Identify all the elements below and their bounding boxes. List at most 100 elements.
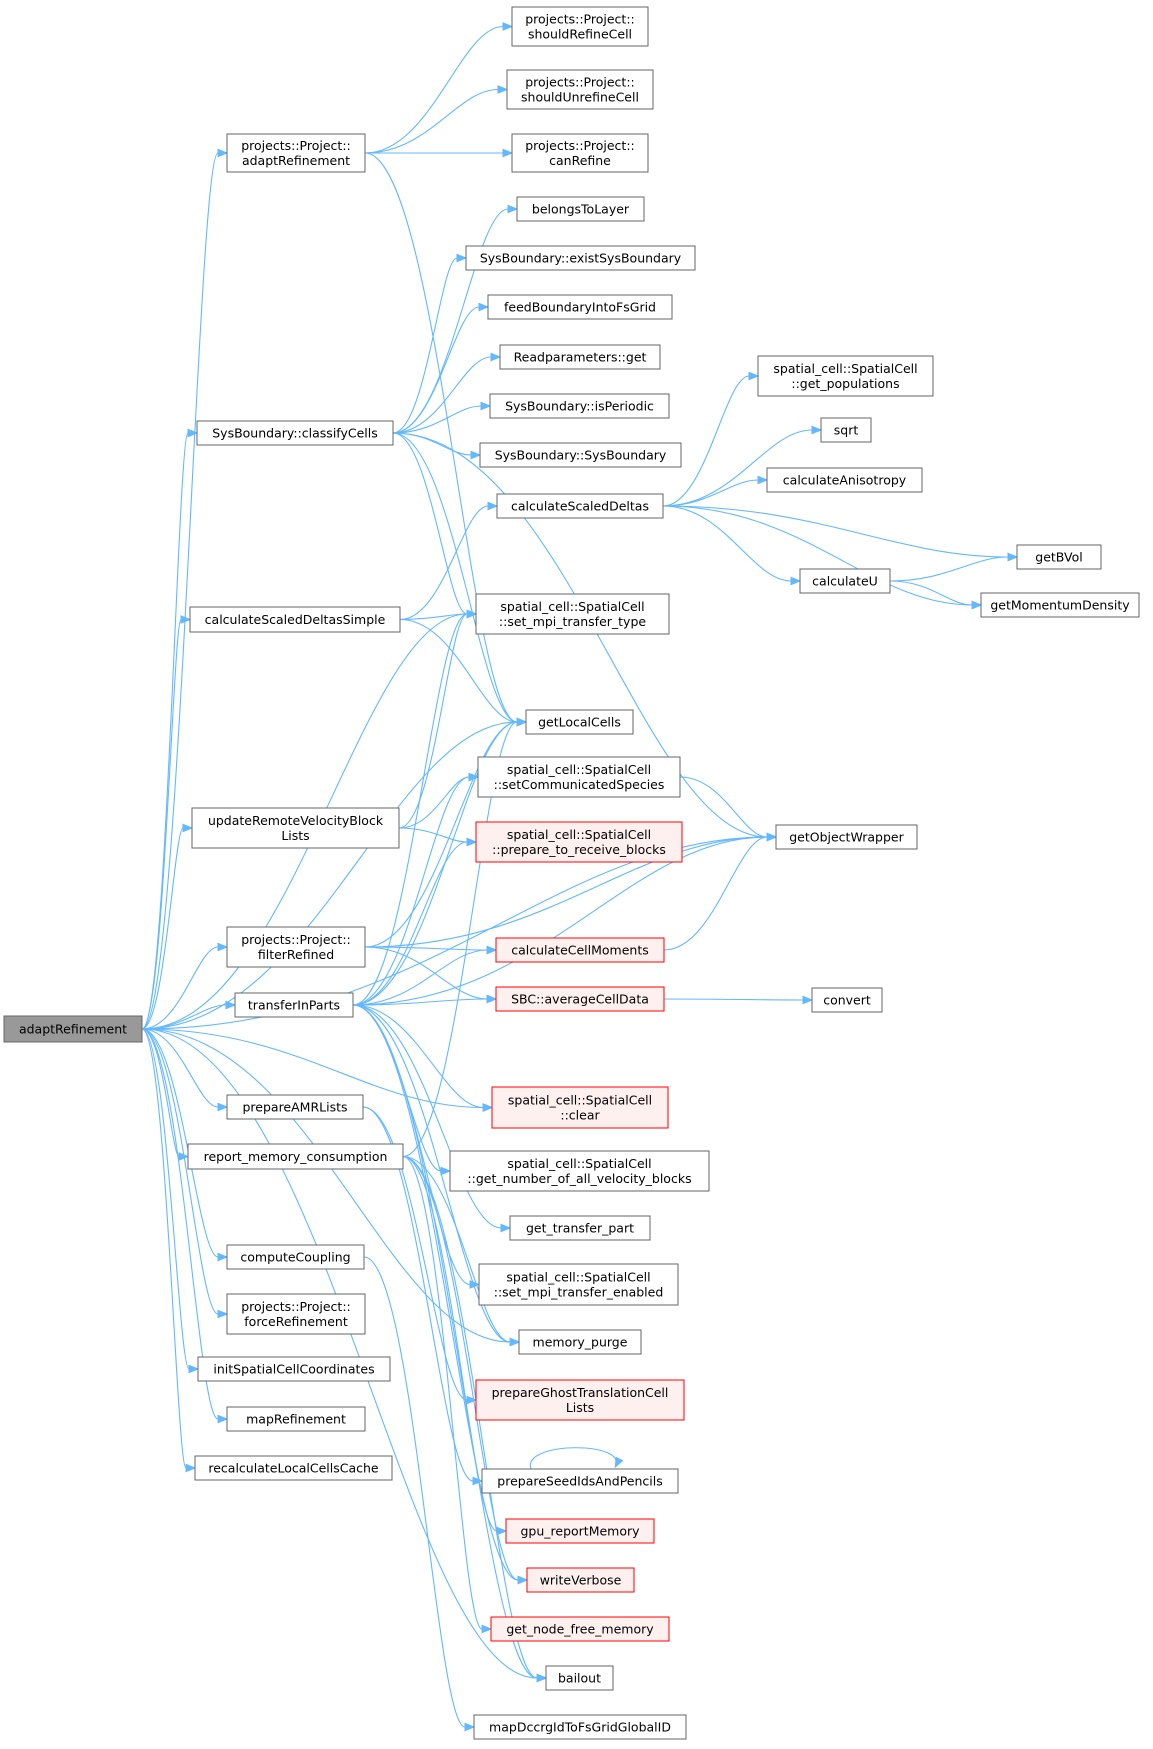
node-box[interactable] bbox=[545, 1665, 614, 1691]
node-box[interactable] bbox=[766, 467, 923, 493]
node-sqrt[interactable]: sqrt bbox=[820, 417, 872, 443]
node-box[interactable] bbox=[487, 294, 673, 320]
node-box[interactable] bbox=[187, 1143, 404, 1170]
node-set_mpi_transfer_enabled[interactable]: spatial_cell::SpatialCell::set_mpi_trans… bbox=[478, 1263, 679, 1306]
node-prepare_to_receive_blocks[interactable]: spatial_cell::SpatialCell::prepare_to_re… bbox=[475, 821, 683, 863]
node-box[interactable] bbox=[491, 1086, 669, 1129]
node-classifyCells[interactable]: SysBoundary::classifyCells bbox=[196, 420, 394, 446]
node-box[interactable] bbox=[505, 1518, 655, 1544]
node-box[interactable] bbox=[1016, 544, 1102, 570]
node-transferInParts[interactable]: transferInParts bbox=[234, 992, 354, 1018]
node-calculateScaledDeltasSimple[interactable]: calculateScaledDeltasSimple bbox=[189, 606, 401, 633]
node-get_transfer_part[interactable]: get_transfer_part bbox=[509, 1215, 651, 1241]
node-Readparameters_get[interactable]: Readparameters::get bbox=[499, 344, 661, 370]
node-box[interactable] bbox=[477, 756, 681, 798]
node-box[interactable] bbox=[3, 1015, 143, 1043]
node-forceRefinement[interactable]: projects::Project::forceRefinement bbox=[226, 1293, 366, 1335]
node-box[interactable] bbox=[980, 592, 1140, 618]
node-box[interactable] bbox=[811, 987, 883, 1013]
node-box[interactable] bbox=[194, 1455, 393, 1481]
node-getObjectWrapper[interactable]: getObjectWrapper bbox=[775, 824, 918, 850]
node-box[interactable] bbox=[757, 355, 934, 397]
node-box[interactable] bbox=[820, 417, 872, 443]
node-proj_adaptRefinement[interactable]: projects::Project::adaptRefinement bbox=[226, 133, 366, 173]
node-gpu_reportMemory[interactable]: gpu_reportMemory bbox=[505, 1518, 655, 1544]
node-box[interactable] bbox=[478, 1263, 679, 1306]
node-box[interactable] bbox=[196, 420, 394, 446]
node-box[interactable] bbox=[197, 1356, 391, 1382]
node-belongsToLayer[interactable]: belongsToLayer bbox=[516, 196, 645, 222]
node-getBVol[interactable]: getBVol bbox=[1016, 544, 1102, 570]
node-averageCellData[interactable]: SBC::averageCellData bbox=[495, 986, 665, 1012]
node-getLocalCells[interactable]: getLocalCells bbox=[525, 709, 634, 735]
node-get_populations[interactable]: spatial_cell::SpatialCell::get_populatio… bbox=[757, 355, 934, 397]
node-filterRefined[interactable]: projects::Project::filterRefined bbox=[226, 926, 366, 968]
node-box[interactable] bbox=[226, 1406, 366, 1432]
node-report_memory_consumption[interactable]: report_memory_consumption bbox=[187, 1143, 404, 1170]
node-box[interactable] bbox=[490, 1616, 670, 1642]
node-writeVerbose[interactable]: writeVerbose bbox=[526, 1567, 635, 1593]
node-bailout[interactable]: bailout bbox=[545, 1665, 614, 1691]
node-box[interactable] bbox=[495, 937, 665, 963]
node-computeCoupling[interactable]: computeCoupling bbox=[226, 1244, 365, 1270]
node-box[interactable] bbox=[526, 1567, 635, 1593]
node-box[interactable] bbox=[475, 593, 670, 635]
node-adaptRefinement[interactable]: adaptRefinement bbox=[3, 1015, 143, 1043]
node-box[interactable] bbox=[191, 807, 400, 849]
node-calculateScaledDeltas[interactable]: calculateScaledDeltas bbox=[496, 493, 664, 519]
node-box[interactable] bbox=[499, 344, 661, 370]
node-mapDccrgIdToFsGridGlobalID[interactable]: mapDccrgIdToFsGridGlobalID bbox=[473, 1714, 687, 1740]
node-box[interactable] bbox=[226, 133, 366, 173]
node-box[interactable] bbox=[475, 821, 683, 863]
node-box[interactable] bbox=[495, 986, 665, 1012]
node-box[interactable] bbox=[511, 6, 649, 47]
node-box[interactable] bbox=[525, 709, 634, 735]
node-set_mpi_transfer_type[interactable]: spatial_cell::SpatialCell::set_mpi_trans… bbox=[475, 593, 670, 635]
node-calculateAnisotropy[interactable]: calculateAnisotropy bbox=[766, 467, 923, 493]
node-box[interactable] bbox=[449, 1150, 710, 1192]
node-get_number_of_all_velocity_blocks[interactable]: spatial_cell::SpatialCell::get_number_of… bbox=[449, 1150, 710, 1192]
node-prepareAMRLists[interactable]: prepareAMRLists bbox=[226, 1094, 364, 1120]
node-box[interactable] bbox=[516, 196, 645, 222]
node-box[interactable] bbox=[799, 568, 891, 594]
node-setCommunicatedSpecies[interactable]: spatial_cell::SpatialCell::setCommunicat… bbox=[477, 756, 681, 798]
node-get_node_free_memory[interactable]: get_node_free_memory bbox=[490, 1616, 670, 1642]
node-convert[interactable]: convert bbox=[811, 987, 883, 1013]
node-box[interactable] bbox=[189, 606, 401, 633]
node-memory_purge[interactable]: memory_purge bbox=[518, 1329, 642, 1355]
node-getMomentumDensity[interactable]: getMomentumDensity bbox=[980, 592, 1140, 618]
node-box[interactable] bbox=[518, 1329, 642, 1355]
node-canRefine[interactable]: projects::Project::canRefine bbox=[511, 133, 649, 173]
node-prepareSeedIdsAndPencils[interactable]: prepareSeedIdsAndPencils bbox=[481, 1468, 679, 1494]
node-box[interactable] bbox=[234, 992, 354, 1018]
node-box[interactable] bbox=[479, 442, 682, 468]
node-shouldUnrefineCell[interactable]: projects::Project::shouldUnrefineCell bbox=[506, 69, 654, 110]
node-mapRefinement[interactable]: mapRefinement bbox=[226, 1406, 366, 1432]
node-box[interactable] bbox=[226, 926, 366, 968]
node-box[interactable] bbox=[226, 1094, 364, 1120]
node-initSpatialCellCoordinates[interactable]: initSpatialCellCoordinates bbox=[197, 1356, 391, 1382]
node-SysBoundary_ctor[interactable]: SysBoundary::SysBoundary bbox=[479, 442, 682, 468]
node-box[interactable] bbox=[496, 493, 664, 519]
node-recalculateLocalCellsCache[interactable]: recalculateLocalCellsCache bbox=[194, 1455, 393, 1481]
node-box[interactable] bbox=[475, 1379, 685, 1421]
node-box[interactable] bbox=[506, 69, 654, 110]
node-feedBoundaryIntoFsGrid[interactable]: feedBoundaryIntoFsGrid bbox=[487, 294, 673, 320]
node-box[interactable] bbox=[775, 824, 918, 850]
node-box[interactable] bbox=[481, 1468, 679, 1494]
node-box[interactable] bbox=[509, 1215, 651, 1241]
node-calculateU[interactable]: calculateU bbox=[799, 568, 891, 594]
node-clear[interactable]: spatial_cell::SpatialCell::clear bbox=[491, 1086, 669, 1129]
node-shouldRefineCell[interactable]: projects::Project::shouldRefineCell bbox=[511, 6, 649, 47]
node-box[interactable] bbox=[226, 1244, 365, 1270]
node-calculateCellMoments[interactable]: calculateCellMoments bbox=[495, 937, 665, 963]
node-box[interactable] bbox=[473, 1714, 687, 1740]
node-box[interactable] bbox=[511, 133, 649, 173]
node-box[interactable] bbox=[465, 245, 696, 271]
node-existSysBoundary[interactable]: SysBoundary::existSysBoundary bbox=[465, 245, 696, 271]
node-box[interactable] bbox=[226, 1293, 366, 1335]
node-box[interactable] bbox=[489, 393, 670, 419]
node-isPeriodic[interactable]: SysBoundary::isPeriodic bbox=[489, 393, 670, 419]
